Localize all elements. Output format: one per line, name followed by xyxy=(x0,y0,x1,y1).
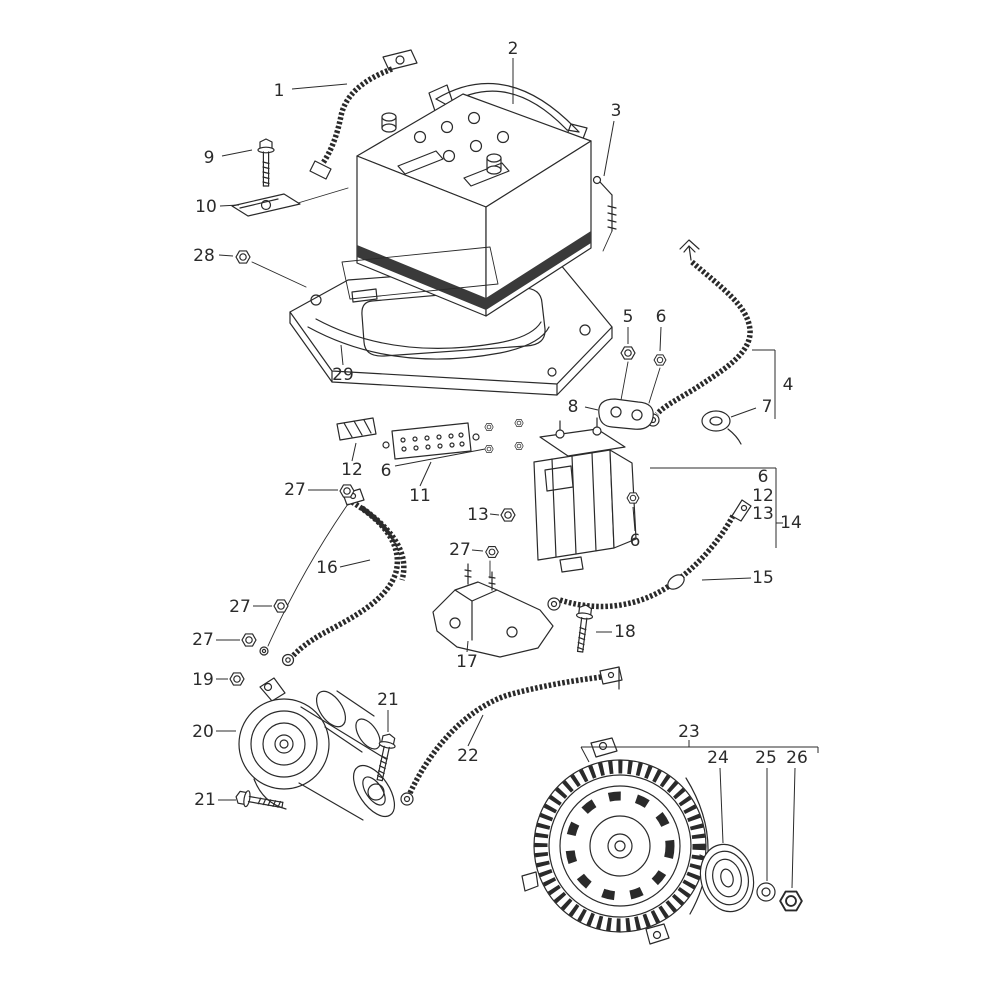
positive-cable xyxy=(646,239,753,427)
clamp-bracket xyxy=(231,193,301,217)
terminal-plate xyxy=(598,398,654,430)
shaft-nut xyxy=(779,890,803,912)
nut-27-a xyxy=(339,484,355,498)
mounting-bracket xyxy=(432,563,554,658)
callout-label-27: 27 xyxy=(192,630,214,650)
nut-6-upper xyxy=(653,354,667,366)
callout-label-8: 8 xyxy=(568,397,579,417)
nut-19 xyxy=(229,672,245,686)
leader-line-10 xyxy=(219,204,240,207)
callout-label-7: 7 xyxy=(762,397,773,417)
leader-line-7 xyxy=(730,407,757,418)
nut-27-d xyxy=(485,546,499,558)
callout-label-9: 9 xyxy=(204,148,215,168)
callout-label-12: 12 xyxy=(752,486,774,506)
callout-label-12: 12 xyxy=(341,460,363,480)
leader-line-22 xyxy=(467,714,484,747)
callout-label-13: 13 xyxy=(467,505,489,525)
callout-label-26: 26 xyxy=(786,748,808,768)
callout-label-19: 19 xyxy=(192,670,214,690)
small-nuts xyxy=(484,419,524,453)
callout-label-27: 27 xyxy=(284,480,306,500)
nut-27-c xyxy=(241,633,257,647)
leader-line-15 xyxy=(701,577,752,581)
callout-label-21: 21 xyxy=(377,690,399,710)
callout-label-10: 10 xyxy=(195,197,217,217)
callout-label-28: 28 xyxy=(193,246,215,266)
callout-label-24: 24 xyxy=(707,748,729,768)
callout-label-15: 15 xyxy=(752,568,774,588)
bolt-18 xyxy=(571,603,595,654)
leader-line-1 xyxy=(291,83,348,90)
ground-strap-cable xyxy=(309,49,418,180)
callout-label-17: 17 xyxy=(456,652,478,672)
nut-6-box xyxy=(626,492,640,504)
leader-line-23 xyxy=(580,746,590,763)
grommet xyxy=(701,410,742,445)
callout-label-16: 16 xyxy=(316,558,338,578)
leader-line-12 xyxy=(351,442,357,462)
nut-27-b xyxy=(273,599,289,613)
callout-label-6: 6 xyxy=(630,531,641,551)
leader-line-6 xyxy=(659,326,662,352)
assembly-lines xyxy=(251,187,661,579)
leader-line-6 xyxy=(394,448,486,467)
callout-label-21: 21 xyxy=(194,790,216,810)
callout-label-5: 5 xyxy=(623,307,634,327)
callout-label-4: 4 xyxy=(783,375,794,395)
callout-label-3: 3 xyxy=(611,101,622,121)
leader-line-9 xyxy=(221,149,253,157)
battery xyxy=(341,82,592,317)
callout-label-11: 11 xyxy=(409,486,431,506)
starter-cable xyxy=(400,666,623,806)
callout-label-27: 27 xyxy=(229,597,251,617)
nut-5 xyxy=(620,346,636,360)
cable-15 xyxy=(547,499,752,611)
fuse-element xyxy=(336,417,377,441)
callout-label-6: 6 xyxy=(758,467,769,487)
battery-tray xyxy=(289,263,613,396)
leader-line-11 xyxy=(419,461,432,487)
callout-label-25: 25 xyxy=(755,748,777,768)
callout-label-22: 22 xyxy=(457,746,479,766)
leader-line-17 xyxy=(466,640,469,653)
leader-line-26 xyxy=(791,767,796,889)
leader-line-27 xyxy=(471,549,484,552)
hold-down-bolt xyxy=(257,138,275,187)
washer xyxy=(756,882,776,902)
nut-28 xyxy=(235,250,251,264)
terminal-screw xyxy=(592,175,617,252)
callout-label-2: 2 xyxy=(508,39,519,59)
callout-label-29: 29 xyxy=(332,365,354,385)
leader-line-6 xyxy=(632,506,636,532)
bolt-21-lower xyxy=(234,788,285,814)
leader-line-3 xyxy=(603,120,615,177)
nut-13 xyxy=(500,508,516,522)
callout-label-6: 6 xyxy=(381,461,392,481)
starter-motor xyxy=(238,677,396,821)
relay-box xyxy=(533,417,637,573)
perforated-strip xyxy=(382,422,480,460)
alternator xyxy=(521,737,713,945)
callout-label-14: 14 xyxy=(780,513,802,533)
leader-line-29 xyxy=(340,344,344,366)
leader-line-24 xyxy=(719,767,724,844)
pulley xyxy=(699,843,755,913)
callout-label-27: 27 xyxy=(449,540,471,560)
callout-label-23: 23 xyxy=(678,722,700,742)
leader-line-28 xyxy=(218,254,234,257)
leader-line-13 xyxy=(489,513,500,516)
diagram-artwork xyxy=(229,49,803,945)
callout-label-13: 13 xyxy=(752,504,774,524)
callout-label-18: 18 xyxy=(614,622,636,642)
leader-line-8 xyxy=(584,406,599,411)
callout-label-1: 1 xyxy=(274,81,285,101)
cable-16 xyxy=(259,488,407,667)
leader-line-16 xyxy=(339,559,371,568)
callout-label-6: 6 xyxy=(656,307,667,327)
callout-label-20: 20 xyxy=(192,722,214,742)
